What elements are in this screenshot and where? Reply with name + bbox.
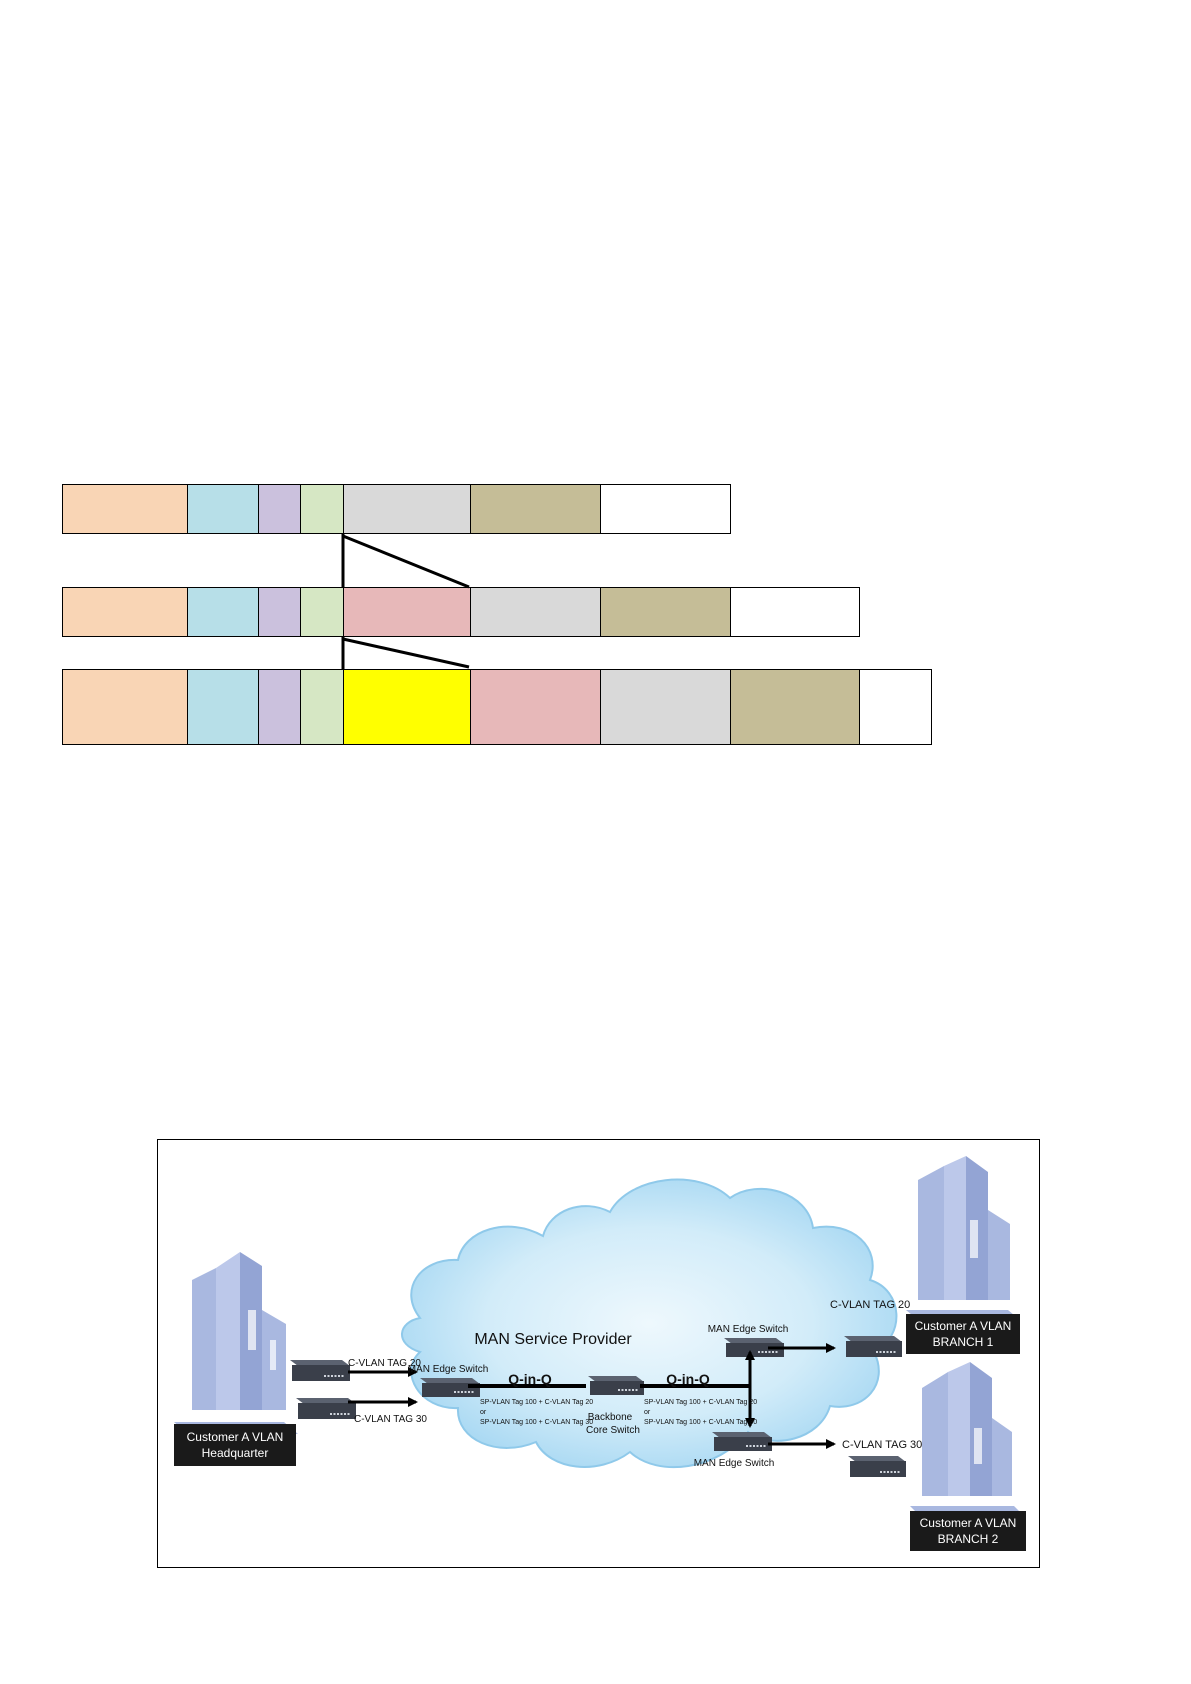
frame-field-peach bbox=[62, 587, 188, 637]
frame-field-khaki bbox=[470, 484, 601, 534]
hq-building-icon bbox=[174, 1252, 298, 1434]
tag-right-line1: SP-VLAN Tag 100 + C-VLAN Tag 20 bbox=[644, 1399, 757, 1406]
qinq-network-figure: MAN Service Provider Q-in-Q Q-in-Q MAN E… bbox=[157, 1139, 1040, 1568]
hq-label-line2: Headquarter bbox=[202, 1446, 269, 1460]
man-edge-switch-top-label: MAN Edge Switch bbox=[708, 1324, 789, 1335]
branch1-building-icon bbox=[906, 1156, 1020, 1320]
cvlan-branch2-label: C-VLAN TAG 30 bbox=[842, 1439, 922, 1451]
cloud-title: MAN Service Provider bbox=[474, 1331, 632, 1348]
hq-label-line1: Customer A VLAN bbox=[187, 1430, 284, 1444]
frame-field-lavender bbox=[258, 484, 301, 534]
tag-left-or: or bbox=[480, 1409, 487, 1416]
frame-field-light-blue bbox=[187, 587, 259, 637]
tag-left-line1: SP-VLAN Tag 100 + C-VLAN Tag 20 bbox=[480, 1399, 593, 1406]
branch2-label-line2: BRANCH 2 bbox=[938, 1532, 999, 1546]
frame-row-double-tagged bbox=[62, 669, 932, 745]
cvlan-branch1-label: C-VLAN TAG 20 bbox=[830, 1299, 910, 1311]
branch2-building-icon bbox=[910, 1362, 1024, 1516]
frame-field-light-green bbox=[300, 669, 344, 745]
frame-field-white bbox=[600, 484, 731, 534]
frame-field-light-gray bbox=[470, 587, 601, 637]
man-edge-switch-bottom-icon bbox=[712, 1432, 772, 1451]
switches bbox=[290, 1336, 906, 1477]
tag-insertion-lines bbox=[341, 534, 470, 669]
tag-insertion-wedge-1-diagonal bbox=[342, 534, 470, 589]
figure-text: MAN Service Provider Q-in-Q Q-in-Q MAN E… bbox=[187, 1299, 1017, 1546]
backbone-label-1: Backbone bbox=[588, 1412, 633, 1423]
frame-field-lavender bbox=[258, 587, 301, 637]
frame-field-khaki bbox=[600, 587, 731, 637]
man-edge-switch-left-icon bbox=[420, 1378, 480, 1397]
qinq-left-label: Q-in-Q bbox=[508, 1371, 552, 1387]
frame-field-pink bbox=[343, 587, 471, 637]
frame-field-light-blue bbox=[187, 669, 259, 745]
frame-field-pink bbox=[470, 669, 601, 745]
cvlan-hq-20-label: C-VLAN TAG 20 bbox=[348, 1358, 421, 1369]
hq-label-box bbox=[174, 1424, 296, 1466]
tag-right-line2: SP-VLAN Tag 100 + C-VLAN Tag 30 bbox=[644, 1419, 757, 1426]
frame-field-yellow bbox=[343, 669, 471, 745]
frame-field-peach bbox=[62, 669, 188, 745]
frame-field-light-green bbox=[300, 484, 344, 534]
cvlan-hq-30-label: C-VLAN TAG 30 bbox=[354, 1414, 427, 1425]
frame-field-white bbox=[859, 669, 932, 745]
frame-field-peach bbox=[62, 484, 188, 534]
frame-field-white bbox=[730, 587, 860, 637]
frame-field-lavender bbox=[258, 669, 301, 745]
branch1-label-line1: Customer A VLAN bbox=[915, 1319, 1012, 1333]
branch1-label-box bbox=[906, 1314, 1020, 1354]
qinq-right-label: Q-in-Q bbox=[666, 1371, 710, 1387]
links bbox=[348, 1343, 836, 1449]
frame-field-light-green bbox=[300, 587, 344, 637]
branch2-label-line1: Customer A VLAN bbox=[920, 1516, 1017, 1530]
tag-left-line2: SP-VLAN Tag 100 + C-VLAN Tag 30 bbox=[480, 1419, 593, 1426]
frame-field-light-blue bbox=[187, 484, 259, 534]
hq-switch-20-icon bbox=[290, 1360, 350, 1381]
tag-insertion-wedge-2-diagonal bbox=[342, 637, 470, 669]
branch2-label-box bbox=[910, 1511, 1026, 1551]
frame-row-original bbox=[62, 484, 731, 534]
network-diagram: MAN Service Provider Q-in-Q Q-in-Q MAN E… bbox=[174, 1156, 1026, 1551]
frame-field-light-gray bbox=[343, 484, 471, 534]
frame-field-khaki bbox=[730, 669, 860, 745]
backbone-label-2: Core Switch bbox=[586, 1425, 640, 1436]
hq-switch-30-icon bbox=[296, 1398, 356, 1419]
man-edge-switch-left-label: MAN Edge Switch bbox=[408, 1364, 489, 1375]
branch1-switch-icon bbox=[844, 1336, 902, 1357]
man-edge-switch-bottom-label: MAN Edge Switch bbox=[694, 1458, 775, 1469]
tag-right-or: or bbox=[644, 1409, 651, 1416]
frame-row-single-tagged bbox=[62, 587, 860, 637]
branch2-switch-icon bbox=[848, 1456, 906, 1477]
frame-field-light-gray bbox=[600, 669, 731, 745]
branch1-label-line2: BRANCH 1 bbox=[933, 1335, 994, 1349]
backbone-core-switch-icon bbox=[588, 1376, 644, 1395]
